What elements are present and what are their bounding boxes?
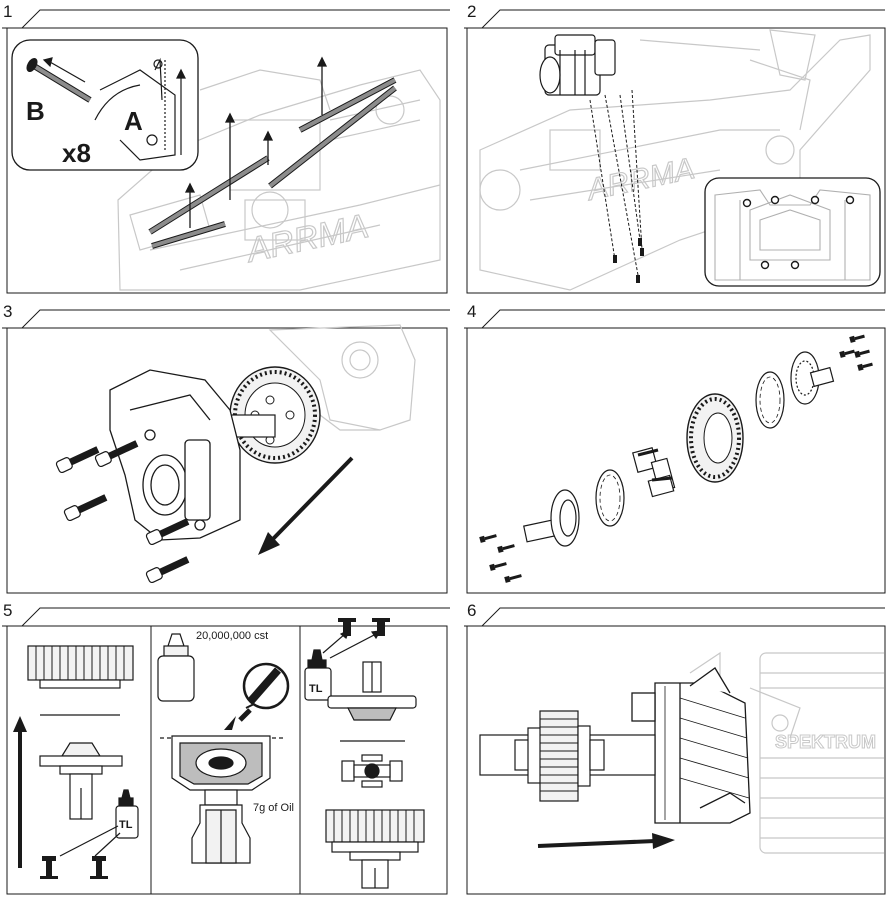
ring-gear-side xyxy=(27,645,134,689)
step-4-frame xyxy=(464,309,886,594)
diff-assembly xyxy=(514,710,605,802)
step-4-panel: 4 xyxy=(460,300,888,600)
step-1-panel: 1 ARRMA xyxy=(0,0,450,300)
motor-brand-text: SPEKTRUM xyxy=(775,732,876,752)
diff-oil-bottle xyxy=(157,633,195,702)
step-6-frame xyxy=(464,607,886,895)
install-direction-arrow xyxy=(537,833,675,849)
ring-gear xyxy=(686,393,744,483)
direction-arrow xyxy=(258,456,354,555)
step-2-number: 2 xyxy=(467,2,477,21)
step-3-number: 3 xyxy=(3,302,13,321)
step-5-frame xyxy=(2,607,450,895)
step-6-number: 6 xyxy=(467,601,477,620)
step-6-illustration: SPEKTRUM xyxy=(479,651,884,854)
threadlock-label-left: TL xyxy=(119,819,133,831)
turnbuckle-rods xyxy=(148,77,397,249)
gasket-right xyxy=(755,371,785,429)
cap-screws xyxy=(55,440,190,584)
step-5-illustration: TL 20,000,000 cst xyxy=(13,618,425,889)
screws-right xyxy=(839,334,873,371)
step-1-illustration: ARRMA xyxy=(11,39,441,291)
threadlock-bottle-right xyxy=(304,628,382,701)
spider-gears xyxy=(632,447,676,498)
spider-gear-set xyxy=(341,754,403,788)
outdrive-left xyxy=(523,489,580,547)
step-2-illustration: ARRMA xyxy=(479,29,881,291)
step-6-panel: 6 SPEKTRUM xyxy=(460,598,888,898)
removal-arrows xyxy=(184,56,328,228)
step-1-number: 1 xyxy=(3,2,13,21)
oil-amount-label: 7g of Oil xyxy=(253,802,294,814)
step-1-frame xyxy=(2,9,450,294)
step-5-number: 5 xyxy=(3,601,13,620)
threadlock-label-right: TL xyxy=(309,683,323,695)
screws-top xyxy=(338,618,390,636)
step-4-number: 4 xyxy=(467,302,477,321)
oil-fill-detail xyxy=(224,662,290,730)
label-quantity: x8 xyxy=(62,138,91,168)
step-5-panel: 5 xyxy=(0,598,450,898)
gearbox-housing xyxy=(631,667,751,824)
diff-housing xyxy=(109,369,241,541)
outdrive-with-gear xyxy=(39,742,123,820)
label-part-a: A xyxy=(124,106,143,136)
step-2-panel: 2 ARRMA xyxy=(460,0,888,300)
cover-part xyxy=(327,661,417,721)
step-2-frame xyxy=(464,9,886,294)
step-3-panel: 3 xyxy=(0,300,450,600)
screws-left xyxy=(479,534,522,583)
diff-cover xyxy=(790,351,835,405)
threadlock-bottle-left xyxy=(59,789,139,857)
step-3-frame xyxy=(2,309,450,594)
label-part-b: B xyxy=(26,96,45,126)
step-4-illustration xyxy=(479,334,873,583)
screw-location-inset xyxy=(704,177,881,287)
gasket-left xyxy=(595,469,625,527)
assembled-diff xyxy=(325,809,425,889)
step-3-illustration xyxy=(55,324,416,584)
screws-bottom xyxy=(40,856,108,879)
oil-viscosity-label: 20,000,000 cst xyxy=(196,630,268,642)
center-gearbox xyxy=(539,34,616,96)
diff-cutaway xyxy=(160,735,285,864)
